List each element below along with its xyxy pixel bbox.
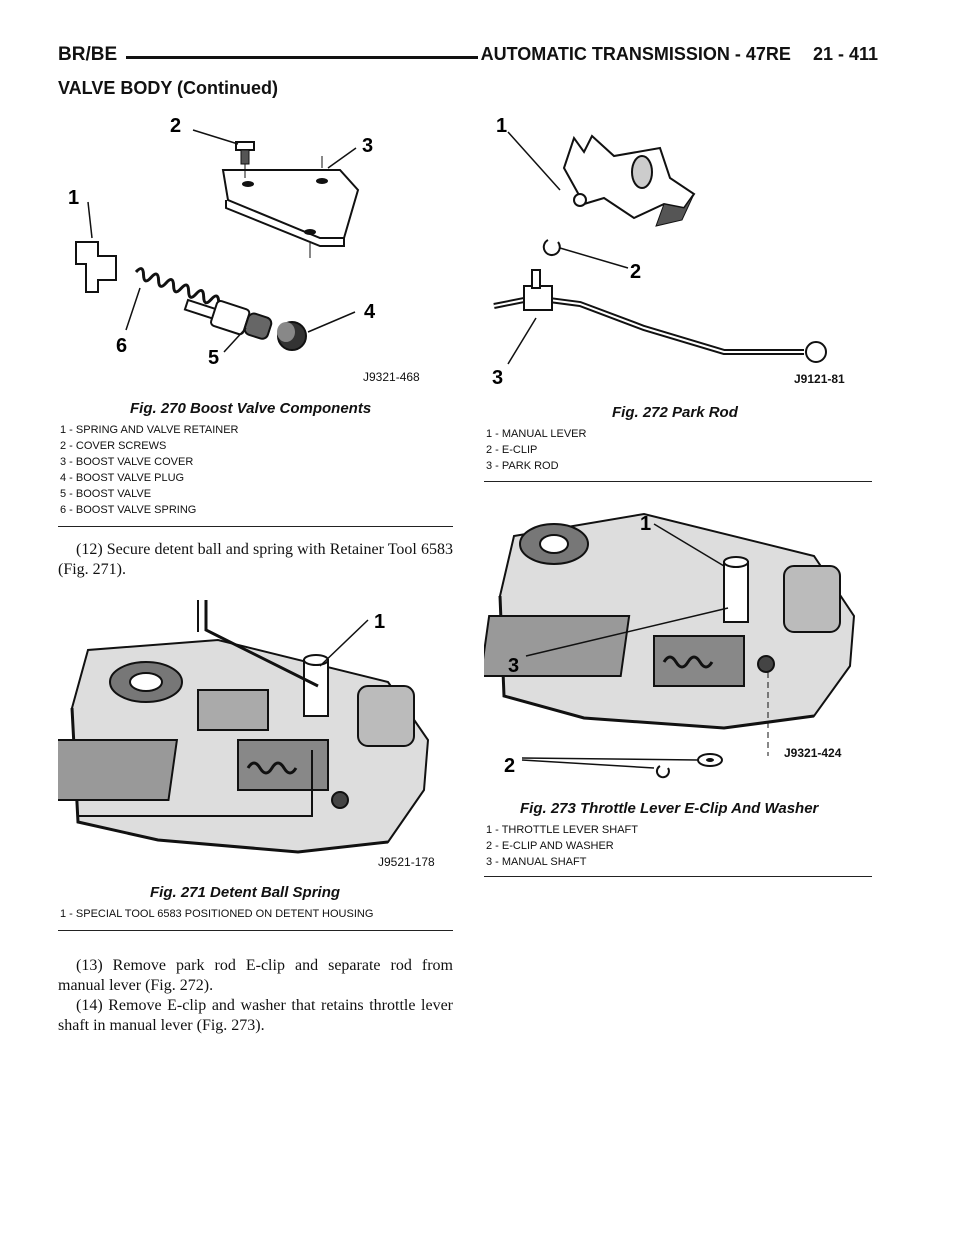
callout-3: 3 xyxy=(492,367,503,389)
legend-item: 3 - PARK ROD xyxy=(486,460,559,472)
legend-item: 4 - BOOST VALVE PLUG xyxy=(60,472,185,484)
callout-1: 1 xyxy=(640,513,651,535)
figure-code: J9321-468 xyxy=(363,370,420,384)
callout-4: 4 xyxy=(364,301,376,323)
callout-5: 5 xyxy=(208,347,219,369)
figure-title: Fig. 271 Detent Ball Spring xyxy=(150,884,341,901)
figure-legend: 1 - THROTTLE LEVER SHAFT 2 - E-CLIP AND … xyxy=(486,822,638,870)
figure-legend: 1 - MANUAL LEVER 2 - E-CLIP 3 - PARK ROD xyxy=(486,426,586,474)
page-number: 21 - 411 xyxy=(812,44,878,64)
figure-272: 1 2 3 J9121-81 Fig. 272 Park Rod 1 - MAN… xyxy=(484,108,884,488)
legend-item: 3 - BOOST VALVE COVER xyxy=(60,456,194,468)
callout-1: 1 xyxy=(68,187,79,209)
legend-item: 6 - BOOST VALVE SPRING xyxy=(60,504,197,516)
figure-rule xyxy=(58,930,453,931)
figure-273: 1 3 2 J9321-424 Fig. 273 Throttle Lever … xyxy=(484,496,884,881)
callout-2: 2 xyxy=(504,755,515,777)
figure-271: 1 J9521-178 Fig. 271 Detent Ball Spring … xyxy=(58,590,458,940)
figure-code: J9121-81 xyxy=(794,372,845,386)
callout-3: 3 xyxy=(508,655,519,677)
figure-code: J9521-178 xyxy=(378,855,435,869)
legend-item: 1 - SPRING AND VALVE RETAINER xyxy=(60,424,239,436)
figure-title: Fig. 273 Throttle Lever E-Clip And Washe… xyxy=(520,800,819,817)
figure-rule xyxy=(58,526,453,527)
page-header: BR/BE AUTOMATIC TRANSMISSION - 47RE 21 - … xyxy=(58,44,878,70)
legend-item: 5 - BOOST VALVE xyxy=(60,488,152,500)
callout-2: 2 xyxy=(170,115,181,137)
figure-rule xyxy=(484,481,872,482)
legend-item: 1 - THROTTLE LEVER SHAFT xyxy=(486,824,638,836)
callout-1: 1 xyxy=(496,115,507,137)
figure-legend: 1 - SPECIAL TOOL 6583 POSITIONED ON DETE… xyxy=(60,906,373,922)
callout-3: 3 xyxy=(362,135,373,157)
figure-title: Fig. 272 Park Rod xyxy=(612,404,738,421)
step-13: (13) Remove park rod E-clip and separate… xyxy=(58,957,453,994)
section-title: VALVE BODY (Continued) xyxy=(58,78,278,98)
legend-item: 1 - SPECIAL TOOL 6583 POSITIONED ON DETE… xyxy=(60,908,374,920)
callout-1: 1 xyxy=(374,611,385,633)
park-rod-illustration: 1 2 3 xyxy=(492,115,827,389)
figure-270: 2 3 1 4 5 6 J9321-468 Fig. 270 Boost Val… xyxy=(58,108,458,528)
throttle-lever-illustration: 1 3 2 xyxy=(484,512,856,779)
header-right: AUTOMATIC TRANSMISSION - 47RE 21 - 411 xyxy=(481,44,878,65)
boost-valve-illustration: 2 3 1 4 5 6 xyxy=(68,115,376,369)
step-12: (12) Secure detent ball and spring with … xyxy=(58,541,453,578)
legend-item: 3 - MANUAL SHAFT xyxy=(486,856,587,868)
legend-item: 2 - E-CLIP AND WASHER xyxy=(486,840,614,852)
header-title: AUTOMATIC TRANSMISSION - 47RE xyxy=(480,44,791,64)
header-model: BR/BE xyxy=(58,44,118,65)
header-rule xyxy=(126,56,478,59)
legend-item: 2 - COVER SCREWS xyxy=(60,440,167,452)
callout-2: 2 xyxy=(630,261,641,283)
figure-code: J9321-424 xyxy=(784,746,842,760)
callout-6: 6 xyxy=(116,335,127,357)
detent-ball-spring-illustration: 1 xyxy=(58,600,430,854)
legend-item: 2 - E-CLIP xyxy=(486,444,538,456)
figure-legend: 1 - SPRING AND VALVE RETAINER 2 - COVER … xyxy=(60,422,239,518)
figure-title: Fig. 270 Boost Valve Components xyxy=(130,400,372,417)
step-14: (14) Remove E-clip and washer that retai… xyxy=(58,997,453,1034)
figure-rule xyxy=(484,876,872,877)
legend-item: 1 - MANUAL LEVER xyxy=(486,428,587,440)
